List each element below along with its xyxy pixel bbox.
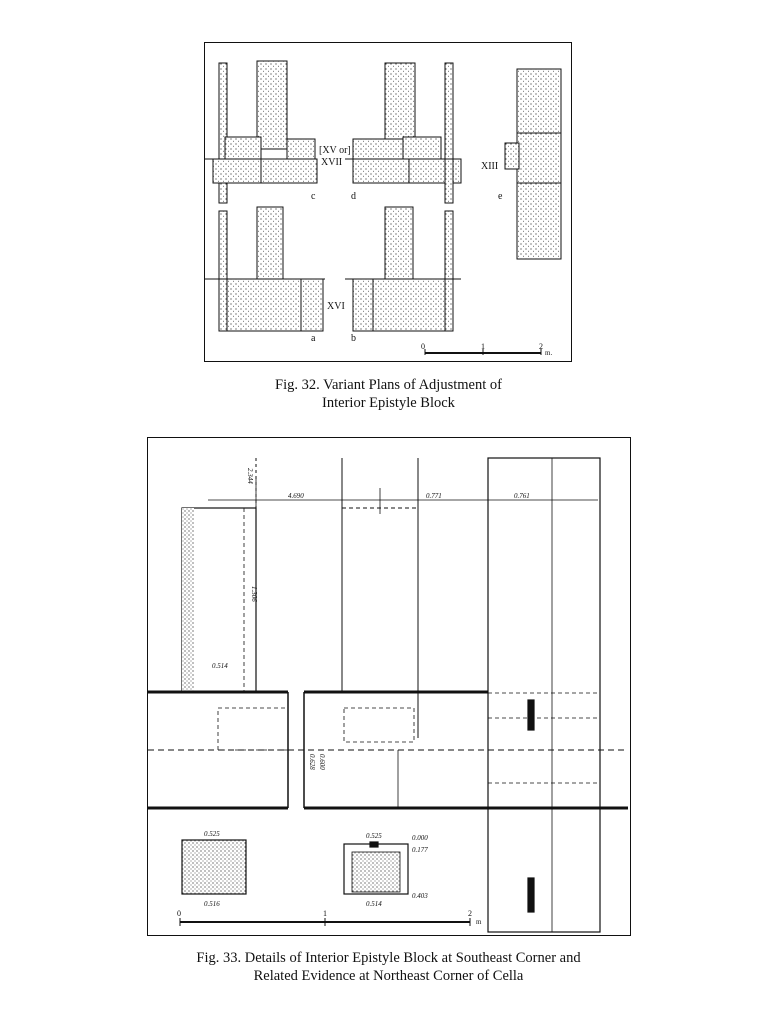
- fig32-scale-bar: [424, 349, 542, 355]
- label-xv: [XV or]: [319, 145, 351, 156]
- dim-0-600: 0.600: [318, 754, 326, 770]
- label-c: c: [311, 191, 316, 202]
- plan-e: [504, 68, 562, 260]
- dim-0-516: 0.516: [204, 900, 220, 908]
- dim-0-628: 0.628: [308, 754, 316, 770]
- figure-32-drawing: c [XV or] XVII d XIII e: [205, 60, 562, 357]
- dim-2-344: 2.344: [246, 468, 254, 484]
- plan-b: [345, 206, 461, 332]
- dim-0-000: 0.000: [412, 834, 428, 842]
- label-xvi: XVI: [327, 301, 345, 312]
- label-xiii: XIII: [481, 161, 498, 172]
- figure-32-panel: c [XV or] XVII d XIII e: [204, 42, 572, 362]
- scale-unit: m.: [545, 349, 552, 357]
- label-d: d: [351, 191, 356, 202]
- fig33-scale-0: 0: [177, 909, 181, 918]
- figure-32-caption-line1: Fig. 32. Variant Plans of Adjustment of: [275, 377, 502, 393]
- label-e: e: [498, 191, 503, 202]
- figure-32-caption-line2: Interior Epistyle Block: [322, 395, 455, 411]
- dim-0-514-right: 0.514: [366, 900, 382, 908]
- figure-33-drawing: 2.344 4.690 0.771 0.761 1.306 0.514 0.62…: [148, 457, 628, 933]
- section-detail-right: [343, 841, 409, 895]
- fig33-scale-2: 2: [468, 909, 472, 918]
- dim-0-761: 0.761: [514, 492, 530, 500]
- figure-33-panel: 2.344 4.690 0.771 0.761 1.306 0.514 0.62…: [147, 437, 631, 936]
- fig33-scale-bar: [179, 918, 471, 926]
- scale-0: 0: [421, 342, 425, 351]
- northeast-corner-plan: [487, 457, 601, 933]
- dim-0-514: 0.514: [212, 662, 228, 670]
- figure-32-caption: Fig. 32. Variant Plans of Adjustment of …: [0, 376, 777, 412]
- plan-c: [205, 60, 318, 204]
- epistyle-block-elevation: [181, 458, 257, 693]
- plan-d: [345, 62, 462, 204]
- dim-0-177: 0.177: [412, 846, 428, 854]
- label-xvii: XVII: [321, 157, 342, 168]
- dim-0-403: 0.403: [412, 892, 428, 900]
- fig33-scale-unit: m: [476, 918, 482, 926]
- dim-4-690: 4.690: [288, 492, 304, 500]
- figure-33-caption-line1: Fig. 33. Details of Interior Epistyle Bl…: [196, 950, 581, 966]
- dim-0-525-left: 0.525: [204, 830, 220, 838]
- dimension-lines: [208, 478, 598, 518]
- label-b: b: [351, 333, 356, 344]
- dim-0-771: 0.771: [426, 492, 442, 500]
- dim-0-525-right: 0.525: [366, 832, 382, 840]
- figure-33-caption-line2: Related Evidence at Northeast Corner of …: [253, 968, 524, 984]
- label-a: a: [311, 333, 316, 344]
- figure-33-caption: Fig. 33. Details of Interior Epistyle Bl…: [0, 949, 777, 985]
- scale-2: 2: [539, 342, 543, 351]
- section-detail-left: [181, 839, 247, 895]
- plan-a: [205, 206, 325, 332]
- scale-1: 1: [481, 342, 485, 351]
- cella-wall-plan: [148, 690, 628, 810]
- dim-1-306: 1.306: [250, 586, 258, 602]
- fig33-scale-1: 1: [323, 909, 327, 918]
